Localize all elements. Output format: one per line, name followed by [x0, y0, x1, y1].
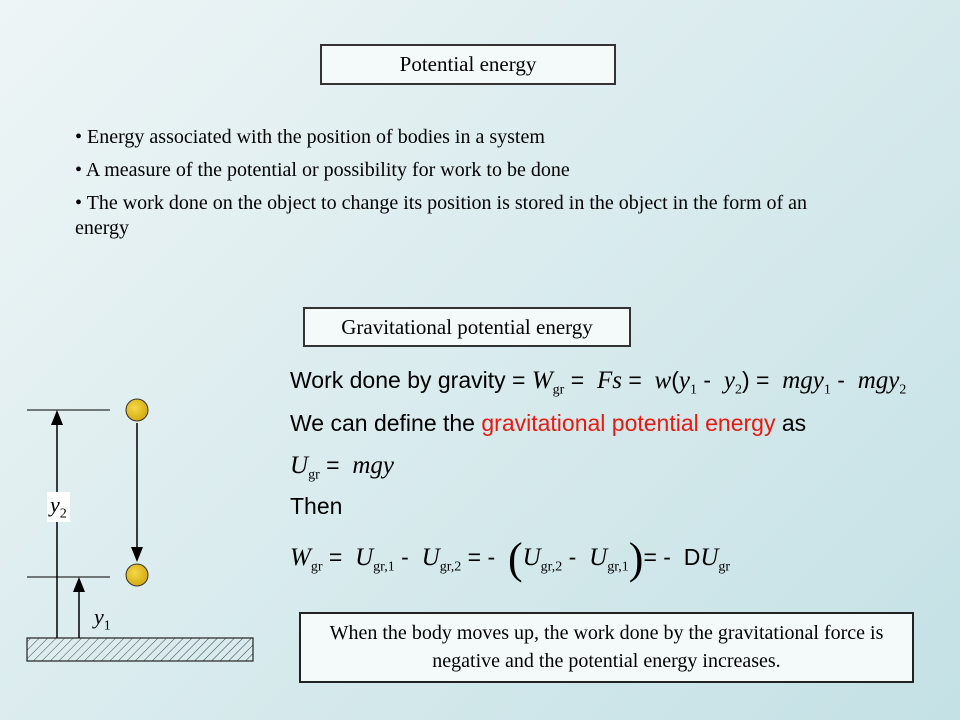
ball-bottom	[125, 563, 149, 587]
bullet-list: • Energy associated with the position of…	[75, 125, 825, 249]
equation-text: as	[775, 410, 807, 436]
diagram-svg	[26, 398, 254, 662]
equation-then: Then	[290, 493, 343, 519]
y2-arrowhead	[51, 410, 63, 425]
slide-title: Potential energy	[320, 44, 616, 85]
bullet-item: • A measure of the potential or possibil…	[75, 159, 570, 181]
equation-text: We can define the	[290, 410, 482, 436]
y1-arrowhead	[73, 577, 85, 592]
ground	[26, 637, 254, 662]
highlight-term: gravitational potential energy	[481, 410, 776, 436]
equation-definition: We can define the gravitational potentia…	[290, 410, 806, 437]
note-box: When the body moves up, the work done by…	[299, 612, 914, 683]
bullet-item: • The work done on the object to change …	[75, 192, 808, 239]
height-diagram: y2 y1	[0, 380, 280, 685]
bullet-text: A measure of the potential or possibilit…	[85, 159, 570, 181]
bullet-item: • Energy associated with the position of…	[75, 126, 545, 148]
section-title: Gravitational potential energy	[303, 307, 631, 347]
fall-arrowhead	[131, 547, 143, 562]
equation-work-energy-relation: Wgr = Ugr,1 - Ugr,2 = - (Ugr,2 - Ugr,1)=…	[290, 534, 731, 583]
equation-work-by-gravity: Work done by gravity = Wgr = Fs = w(y1 -…	[290, 367, 907, 398]
equation-text: Work done by gravity =	[290, 367, 532, 393]
y1-label: y1	[94, 604, 111, 634]
bullet-text: Energy associated with the position of b…	[87, 126, 545, 148]
ball-top	[125, 398, 149, 422]
y2-label: y2	[47, 492, 70, 523]
equation-potential-energy: Ugr = mgy	[290, 452, 394, 483]
bullet-text: The work done on the object to change it…	[75, 192, 808, 239]
